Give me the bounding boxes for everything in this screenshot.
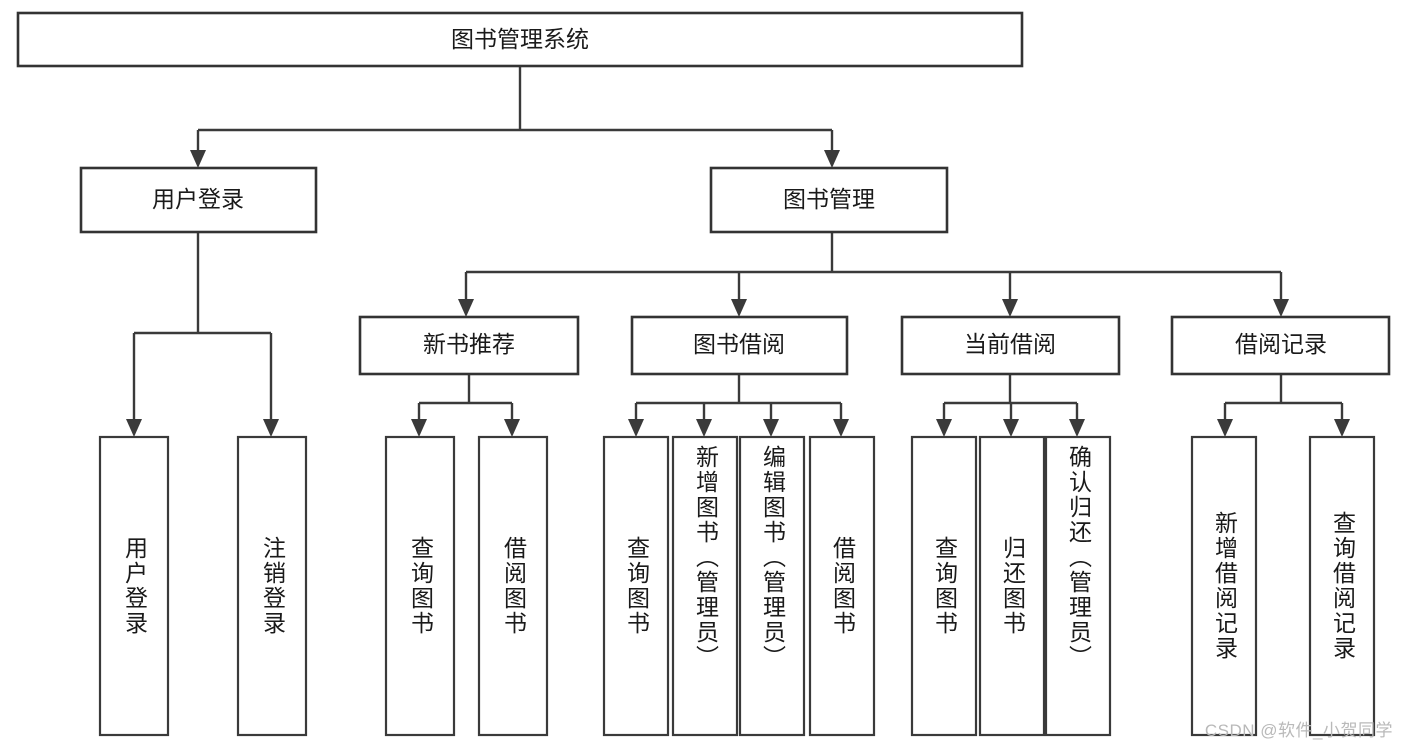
arrowhead-currentborrow-leaf-3 [1069,419,1085,437]
node-borrow-record-label: 借阅记录 [1235,331,1327,357]
leaf-box-book-borrow-1[interactable] [602,435,670,737]
arrowhead-currentborrow-leaf-2 [1003,419,1019,437]
leaf-box-current-borrow-2[interactable] [978,435,1046,737]
arrowhead-book-manage [824,150,840,168]
leaf-box-new-book-2[interactable] [477,435,549,737]
node-user-login-label: 用户登录 [152,186,244,212]
leaf-box-user-login-2[interactable] [236,435,308,737]
arrowhead-userlogin-leaf-2 [263,419,279,437]
arrowhead-borrowrecord-leaf-1 [1217,419,1233,437]
leaf-box-book-borrow-3[interactable] [738,435,806,737]
boxes-layer [16,11,1391,737]
node-root[interactable] [16,11,1024,68]
arrowhead-bookborrow-leaf-1 [628,419,644,437]
node-new-book-recommend[interactable] [358,315,580,376]
node-borrow-record[interactable] [1170,315,1391,376]
leaf-box-book-borrow-4[interactable] [808,435,876,737]
leaf-box-borrow-record-1[interactable] [1190,435,1258,737]
node-book-borrow[interactable] [630,315,849,376]
leaf-box-current-borrow-3[interactable] [1044,435,1112,737]
arrowhead-newbook-leaf-2 [504,419,520,437]
arrowhead-currentborrow-leaf-1 [936,419,952,437]
node-user-login[interactable] [79,166,318,234]
leaf-box-borrow-record-2[interactable] [1308,435,1376,737]
leaf-box-current-borrow-1[interactable] [910,435,978,737]
arrowhead-bookborrow-leaf-3 [763,419,779,437]
leaf-box-new-book-1[interactable] [384,435,456,737]
labels-layer: 图书管理系统 用户登录 图书管理 新书推荐 图书借阅 当前借阅 借阅记录 [152,26,1327,357]
arrowhead-borrowrecord-leaf-2 [1334,419,1350,437]
connectors-layer [126,66,1350,437]
node-book-manage-label: 图书管理 [783,186,875,212]
arrowhead-current-borrow [1002,299,1018,317]
arrowhead-newbook-leaf-1 [411,419,427,437]
arrowhead-bookborrow-leaf-2 [696,419,712,437]
leaf-box-user-login-1[interactable] [98,435,170,737]
node-root-label: 图书管理系统 [451,26,589,52]
arrowhead-new-book [458,299,474,317]
node-book-borrow-label: 图书借阅 [693,331,785,357]
arrowhead-book-borrow [731,299,747,317]
node-book-manage[interactable] [709,166,949,234]
arrowhead-borrow-record [1273,299,1289,317]
node-current-borrow-label: 当前借阅 [964,331,1056,357]
node-new-book-recommend-label: 新书推荐 [423,331,515,357]
arrowhead-userlogin-leaf-1 [126,419,142,437]
arrowhead-user-login [190,150,206,168]
arrowhead-bookborrow-leaf-4 [833,419,849,437]
node-current-borrow[interactable] [900,315,1121,376]
leaf-box-book-borrow-2[interactable] [671,435,739,737]
